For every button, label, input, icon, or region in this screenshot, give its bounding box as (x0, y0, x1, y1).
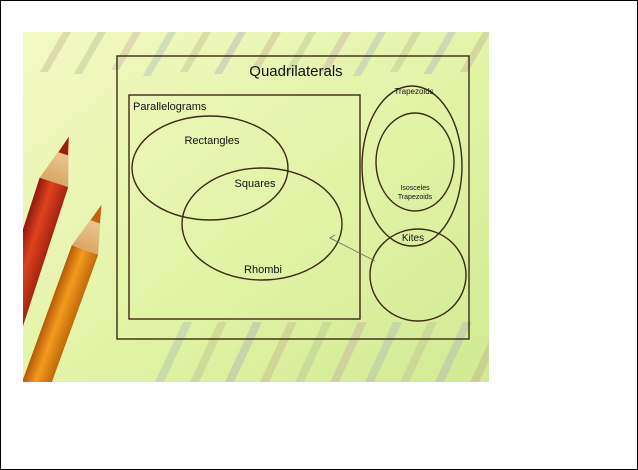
parallelograms-box (128, 94, 361, 320)
rhombi-label: Rhombi (244, 264, 282, 276)
kites-ellipse (369, 228, 467, 322)
trapezoids-label: Trapezoids (394, 87, 433, 96)
quadrilaterals-diagram: Quadrilaterals Parallelograms Rectangles… (0, 32, 507, 443)
kites-to-rhombi-arrow (329, 234, 376, 262)
slide-canvas: Quadrilaterals Parallelograms Rectangles… (0, 32, 507, 443)
kites-label: Kites (402, 233, 424, 244)
trapezoids-ellipse (361, 85, 463, 247)
rhombi-ellipse (181, 167, 343, 281)
squares-label: Squares (235, 178, 276, 190)
parallelograms-label: Parallelograms (133, 101, 207, 113)
bottom-pencil-pattern (155, 322, 507, 382)
rectangles-ellipse (131, 115, 289, 221)
quadrilaterals-box (116, 55, 470, 340)
top-pencil-pattern (39, 32, 491, 76)
diagram-title: Quadrilaterals (249, 63, 342, 80)
rectangles-label: Rectangles (184, 135, 240, 147)
isosceles-label-line1: Isosceles (400, 185, 430, 192)
isosceles-label-line2: Trapezoids (398, 194, 433, 201)
isosceles-trapezoids-ellipse (375, 112, 455, 212)
